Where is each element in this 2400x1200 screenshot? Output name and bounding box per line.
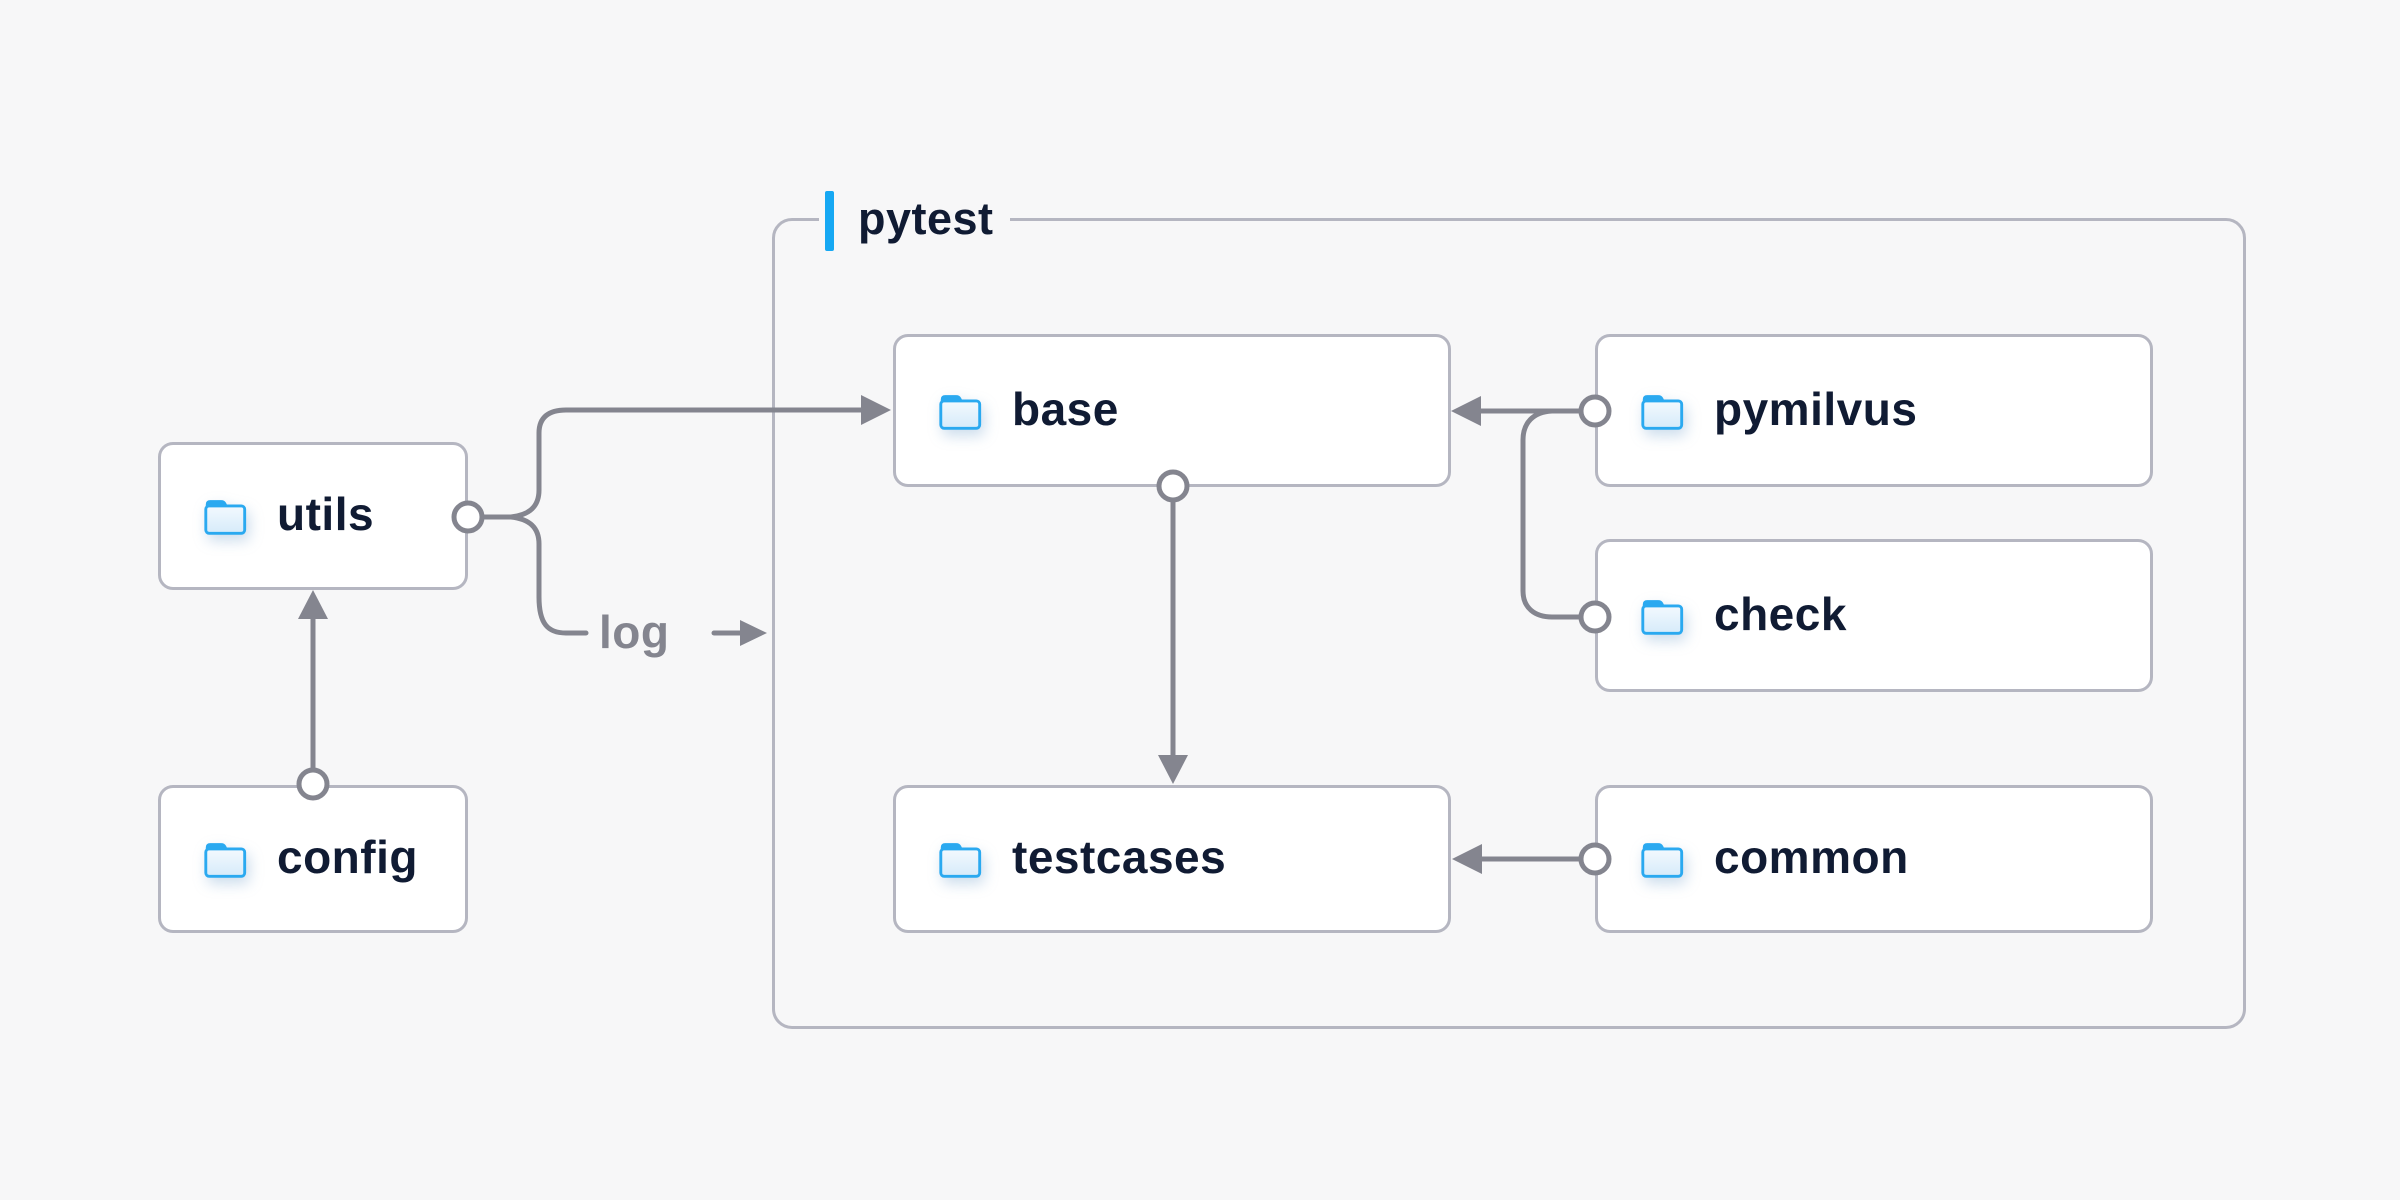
node-label: check xyxy=(1714,587,1847,640)
node-config: config xyxy=(158,785,468,933)
node-label: testcases xyxy=(1012,831,1227,883)
arrowhead-up xyxy=(298,590,328,619)
node-check: check xyxy=(1595,539,2153,692)
node-base: base xyxy=(893,334,1451,487)
node-testcases: testcases xyxy=(893,785,1451,933)
folder-icon xyxy=(201,493,249,539)
folder-icon xyxy=(1638,593,1686,639)
folder-icon xyxy=(201,836,249,882)
node-label: utils xyxy=(277,488,375,540)
group-label-text: pytest xyxy=(858,192,994,244)
node-label: config xyxy=(277,831,418,883)
folder-icon xyxy=(936,836,984,882)
node-label: common xyxy=(1714,831,1909,883)
edge-label-log: log xyxy=(599,606,670,658)
node-utils: utils xyxy=(158,442,468,590)
group-label: pytest xyxy=(819,189,1010,253)
node-pymilvus: pymilvus xyxy=(1595,334,2153,487)
edge-utils-log xyxy=(508,514,589,636)
node-label: pymilvus xyxy=(1714,382,1918,435)
arrowhead-right-small xyxy=(740,620,767,646)
accent-bar-icon xyxy=(825,191,834,251)
node-common: common xyxy=(1595,785,2153,933)
folder-icon xyxy=(1638,388,1686,434)
folder-icon xyxy=(936,388,984,434)
folder-icon xyxy=(1638,836,1686,882)
node-label: base xyxy=(1012,382,1119,435)
pytest-group: pytest xyxy=(772,189,2246,1029)
